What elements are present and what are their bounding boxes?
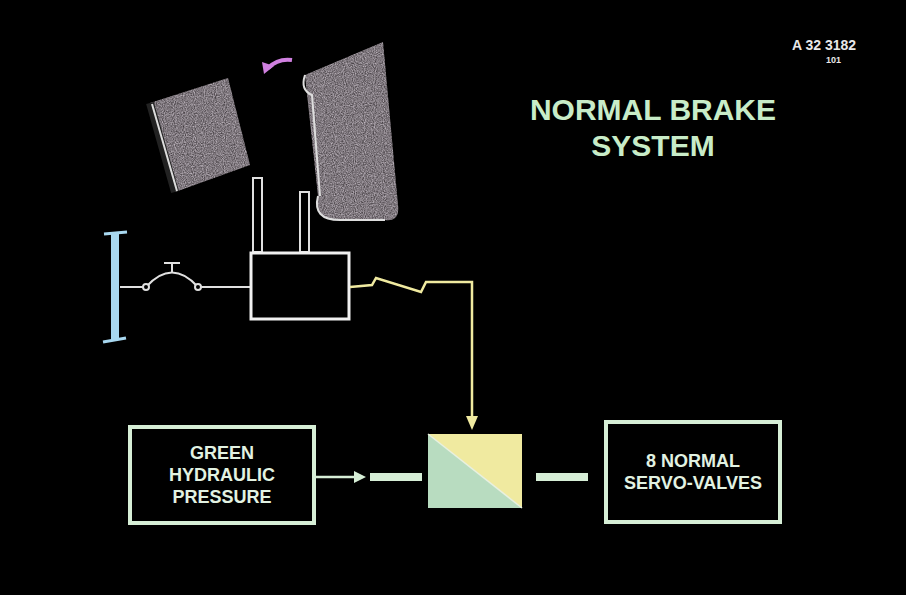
diagram-title: NORMAL BRAKE SYSTEM [503,92,803,164]
process-box: 8 NORMAL SERVO-VALVES [604,420,782,524]
electrical-signal-line [350,278,478,430]
slide-reference: A 32 3182 [792,37,856,53]
brake-pedals [150,42,398,220]
pedal-rods [253,178,309,252]
box-label: 8 NORMAL SERVO-VALVES [618,450,768,494]
box-label: GREEN HYDRAULIC PRESSURE [157,442,287,508]
slide-reference: 101 [826,55,841,65]
selector-valve [428,434,522,508]
pedal-transmitter [251,253,349,319]
process-box: GREEN HYDRAULIC PRESSURE [128,425,316,525]
linkage [120,263,250,290]
